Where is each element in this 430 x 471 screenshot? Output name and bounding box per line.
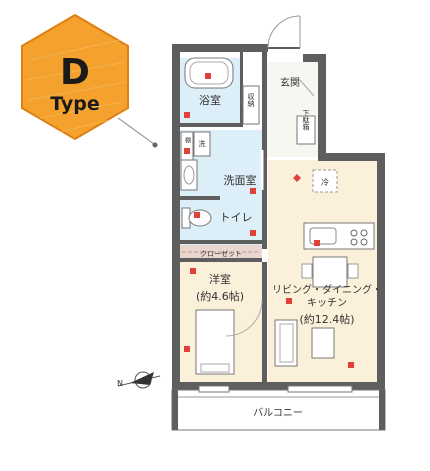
markers (184, 73, 354, 368)
wall-north-right (303, 54, 326, 62)
sofa-cushion (279, 323, 294, 363)
fridge-space (312, 169, 338, 193)
bed (195, 309, 235, 375)
dining-chair-1 (301, 263, 313, 279)
marker-bedroom (190, 268, 196, 274)
badge-texture (25, 39, 127, 133)
compass: N (117, 371, 161, 389)
bathtub-inner (189, 61, 229, 85)
wall-south (172, 382, 385, 390)
label-wash: 洗面室 (224, 173, 257, 187)
shoe-cabinet (296, 115, 316, 145)
badge-leader-dot (152, 142, 158, 148)
wall-bedroom-east (262, 262, 267, 382)
wall-north-left (172, 44, 268, 52)
stove-burner-3 (350, 238, 358, 246)
marker-toilet (194, 212, 200, 218)
door-swing (267, 15, 301, 49)
label-shelf: 棚 (184, 136, 191, 144)
badge-subtitle: Type (50, 93, 100, 115)
wall-bath-east (240, 52, 243, 127)
bedroom-door-swing (225, 299, 263, 337)
label-ldk-area: (約12.4帖) (299, 312, 354, 326)
marker-wash-2 (250, 188, 256, 194)
compass-north-label: N (117, 379, 123, 388)
marker-kitchen (314, 240, 320, 246)
wall-east (377, 153, 385, 389)
stove-burner-4 (360, 238, 368, 246)
balcony-wall-west (172, 390, 178, 430)
label-balcony: バルコニー (253, 407, 303, 419)
vanity (180, 159, 198, 191)
marker-wash (184, 148, 190, 154)
wall-west (172, 44, 180, 389)
dining-chair-2 (347, 263, 359, 279)
marker-diamond (293, 174, 301, 182)
fixtures (180, 57, 375, 375)
entrance-door (267, 15, 301, 49)
marker-bedroom-2 (184, 346, 190, 352)
stove-burner-2 (360, 229, 368, 237)
label-fridge: 冷 (321, 177, 329, 187)
compass-needle-icon (130, 372, 154, 385)
marker-toilet-2 (250, 230, 256, 236)
kitchen-sink (309, 227, 337, 245)
label-ldk-line2: キッチン (307, 297, 347, 309)
badge-hexagon (21, 13, 129, 141)
label-entrance: 玄関 (280, 76, 300, 89)
badge-letter: D (60, 52, 90, 93)
label-western: 洋室 (209, 272, 231, 286)
sofa (274, 319, 298, 367)
washer-pan (193, 131, 211, 157)
balcony-wall-east (379, 390, 385, 430)
label-toilet: トイレ (220, 211, 253, 224)
vanity-basin (183, 165, 195, 185)
label-storage: 収納 (247, 93, 255, 108)
wall-core-east (262, 44, 267, 249)
wall-toilet-north (180, 196, 220, 200)
low-table (311, 327, 335, 359)
dining-table (312, 256, 348, 288)
wall-toilet-south (180, 240, 262, 244)
label-bath: 浴室 (199, 93, 221, 107)
stove-burner-1 (350, 229, 358, 237)
wall-ldk-north (318, 153, 385, 161)
room-labels: 玄関 浴室 収納 下駄箱 洗 棚 洗面室 冷 トイレ クローゼット 洋室 (約4… (184, 76, 383, 419)
marker-ldk-2 (348, 362, 354, 368)
marker-ldk (286, 298, 292, 304)
storage-closet (242, 85, 260, 125)
label-ldk-line1: リビング・ダイニング・ (272, 283, 382, 296)
walls (172, 44, 385, 390)
label-western-area: (約4.6帖) (196, 289, 244, 303)
type-badge: D Type (21, 13, 158, 148)
label-closet: クローゼット (200, 249, 242, 258)
wall-closet-south (180, 258, 262, 262)
window-bedroom (198, 385, 230, 393)
balcony (171, 385, 386, 431)
window-ldk (287, 385, 353, 393)
marker-bath (205, 73, 211, 79)
bed-pillow (200, 363, 230, 373)
label-washer: 洗 (199, 139, 206, 148)
marker-bath-2 (184, 112, 190, 118)
entrance-step-mark (299, 79, 315, 97)
badge-leader-line (117, 117, 155, 145)
wall-entrance-east (318, 54, 326, 160)
label-shoe-storage: 下駄箱 (302, 110, 310, 132)
wall-bath-south (180, 123, 242, 127)
